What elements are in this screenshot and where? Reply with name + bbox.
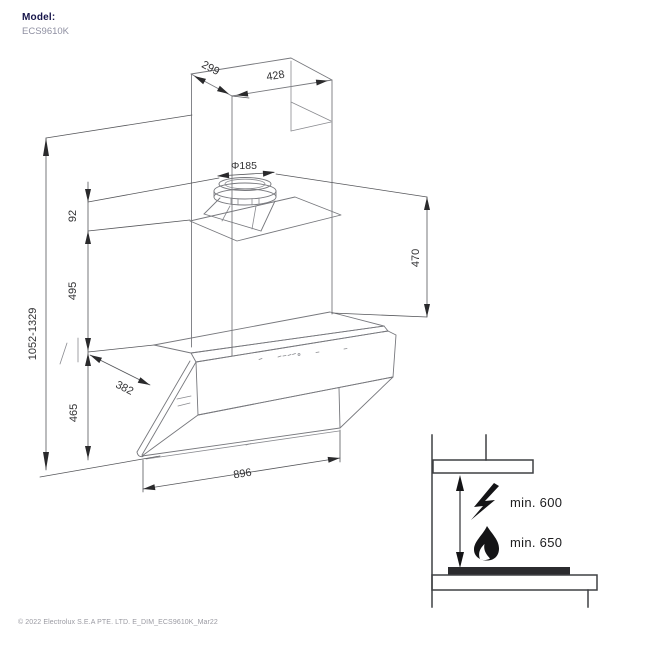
copyright-text: © 2022 Electrolux S.E.A PTE. LTD. E_DIM_… <box>18 619 218 626</box>
dim-label-top-depth: 299 <box>199 59 221 78</box>
chimney-duct-outline <box>190 57 333 357</box>
clearance-electric-label: min. 600 <box>510 495 562 510</box>
model-label: Model: <box>22 12 56 23</box>
flame-icon <box>474 526 499 561</box>
dim-label-hood-height: 465 <box>68 404 80 422</box>
dim-top: 299 428 <box>194 59 328 99</box>
dim-label-duct-diameter: Φ185 <box>231 160 257 172</box>
collar-shroud <box>203 197 276 232</box>
dim-duct-to-hood: 470 <box>275 173 430 318</box>
dim-left-column: 92 495 465 <box>67 177 220 461</box>
hood-silhouette <box>432 459 534 474</box>
clearance-diagram: min. 600 min. 650 <box>431 434 598 608</box>
mounting-plate <box>189 196 342 242</box>
model-block: Model: ECS9610K <box>22 12 69 37</box>
dim-label-chimney-section: 495 <box>67 282 79 300</box>
dim-overall-height: 1052-1329 <box>27 114 193 478</box>
counter-silhouette <box>431 574 598 591</box>
dim-hood-depth: 382 <box>89 354 151 398</box>
dim-label-top-width: 428 <box>266 69 286 84</box>
lightning-icon <box>471 483 499 520</box>
clearance-gas-label: min. 650 <box>510 535 562 550</box>
model-number: ECS9610K <box>22 25 70 37</box>
dim-label-hood-width: 896 <box>233 467 253 482</box>
dim-label-overall-height: 1052-1329 <box>27 308 39 361</box>
dim-label-hood-depth: 382 <box>113 379 135 398</box>
dim-label-collar-height: 92 <box>67 210 79 222</box>
cooktop-silhouette <box>448 567 570 575</box>
dim-duct-diameter: Φ185 <box>217 160 275 179</box>
control-panel-buttons <box>258 348 348 360</box>
hood-body <box>59 311 397 460</box>
duct-collar <box>213 177 277 206</box>
dim-hood-width: 896 <box>142 429 341 493</box>
dim-label-duct-to-hood: 470 <box>410 249 422 267</box>
